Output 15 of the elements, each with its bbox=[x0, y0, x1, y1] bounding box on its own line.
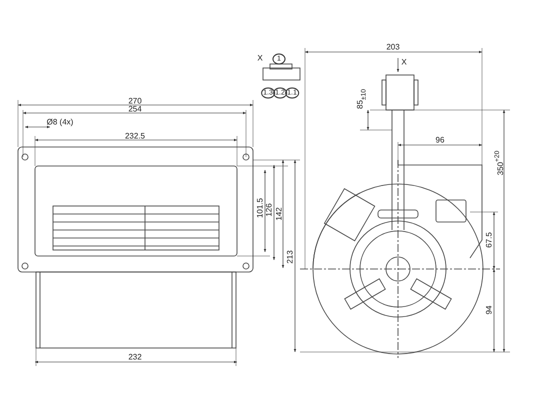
dimension-label: Ø8 (4x) bbox=[46, 118, 74, 126]
dimension-label: 232 bbox=[128, 352, 142, 362]
view-label: X bbox=[257, 54, 263, 62]
dimension-label: 213 bbox=[286, 250, 294, 264]
dimension-label: 232.5 bbox=[124, 132, 146, 140]
dimension-label: 203 bbox=[386, 42, 400, 52]
dimension-label: 270 bbox=[128, 96, 142, 106]
dimension-label: 96 bbox=[436, 136, 444, 144]
dimension-label: 101.5 bbox=[256, 198, 264, 218]
dimension-label: 142 bbox=[274, 207, 284, 221]
view-label: X bbox=[401, 58, 407, 66]
dimension-label: 126 bbox=[264, 203, 274, 217]
dimension-label: 254 bbox=[128, 104, 142, 114]
dimension-label: 94 bbox=[484, 306, 494, 314]
dimension-label: 67.5 bbox=[484, 232, 494, 248]
